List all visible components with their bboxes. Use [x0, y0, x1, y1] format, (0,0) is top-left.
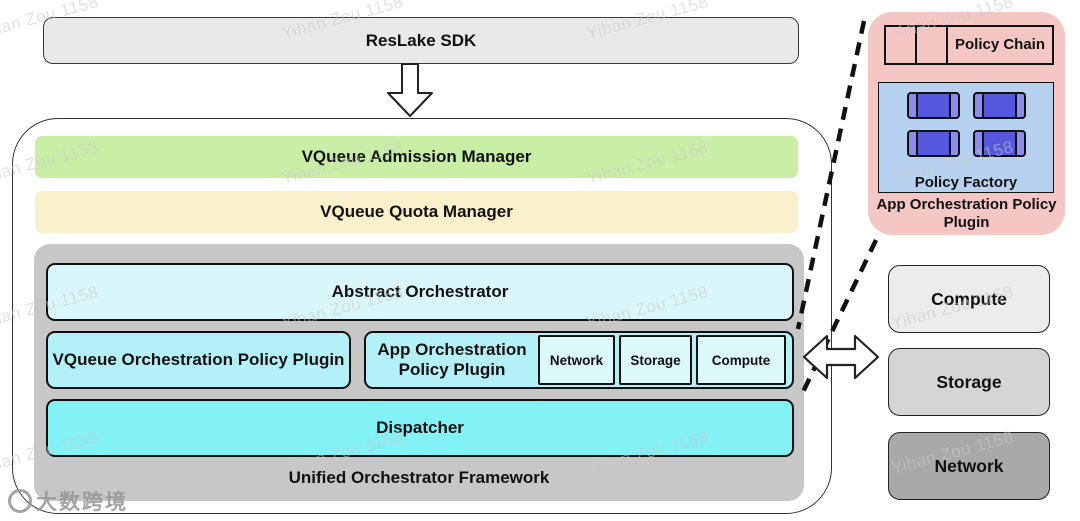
- reslake-sdk-box: ResLake SDK: [43, 17, 799, 64]
- policy-chain-cell: [917, 27, 948, 63]
- framework-label: Unified Orchestrator Framework: [288, 468, 550, 487]
- policy-factory-box: Policy Factory: [878, 82, 1054, 193]
- app-orchestration-policy-plugin-box: App Orchestration Policy Plugin Network …: [364, 331, 794, 389]
- unified-orchestrator-framework: Abstract Orchestrator VQueue Orchestrati…: [34, 244, 804, 501]
- brand-ring-icon: [8, 489, 32, 513]
- vqueue-quota-manager-bar: VQueue Quota Manager: [35, 191, 798, 233]
- resource-box-network: Network: [538, 335, 615, 385]
- resource-stack-network: Network: [888, 432, 1050, 500]
- resource-box-storage: Storage: [619, 335, 692, 385]
- resource-stack-storage: Storage: [888, 348, 1050, 416]
- policy-chain-bar: Policy Chain: [884, 25, 1054, 65]
- vqueue-admission-manager-bar: VQueue Admission Manager: [35, 136, 798, 178]
- vqueue-orchestration-policy-plugin-box: VQueue Orchestration Policy Plugin: [46, 331, 351, 389]
- policy-item-grid: [879, 92, 1053, 157]
- policy-item-icon: [972, 130, 1026, 157]
- flow-down-arrow-icon: [387, 63, 433, 117]
- policy-item-icon: [972, 92, 1026, 119]
- resource-box-compute: Compute: [696, 335, 786, 385]
- policy-chain-label: Policy Chain: [954, 36, 1046, 53]
- policy-chain-cell: [886, 27, 917, 63]
- policy-item-icon: [906, 130, 960, 157]
- policy-item-icon: [906, 92, 960, 119]
- brand-watermark-text: 大数跨境: [36, 491, 128, 514]
- policy-plugin-detail-panel: Policy Chain Policy Factory App Orchestr…: [868, 12, 1065, 235]
- detail-panel-caption: App Orchestration Policy Plugin: [876, 196, 1057, 231]
- abstract-orchestrator-box: Abstract Orchestrator: [46, 263, 794, 321]
- resource-stack-compute: Compute: [888, 265, 1050, 333]
- main-orchestrator-container: VQueue Admission Manager VQueue Quota Ma…: [12, 118, 832, 514]
- brand-watermark-logo: 大数跨境: [8, 486, 128, 516]
- policy-factory-label: Policy Factory: [914, 174, 1018, 191]
- dispatcher-box: Dispatcher: [46, 399, 794, 457]
- app-plugin-label: App Orchestration Policy Plugin: [377, 340, 527, 379]
